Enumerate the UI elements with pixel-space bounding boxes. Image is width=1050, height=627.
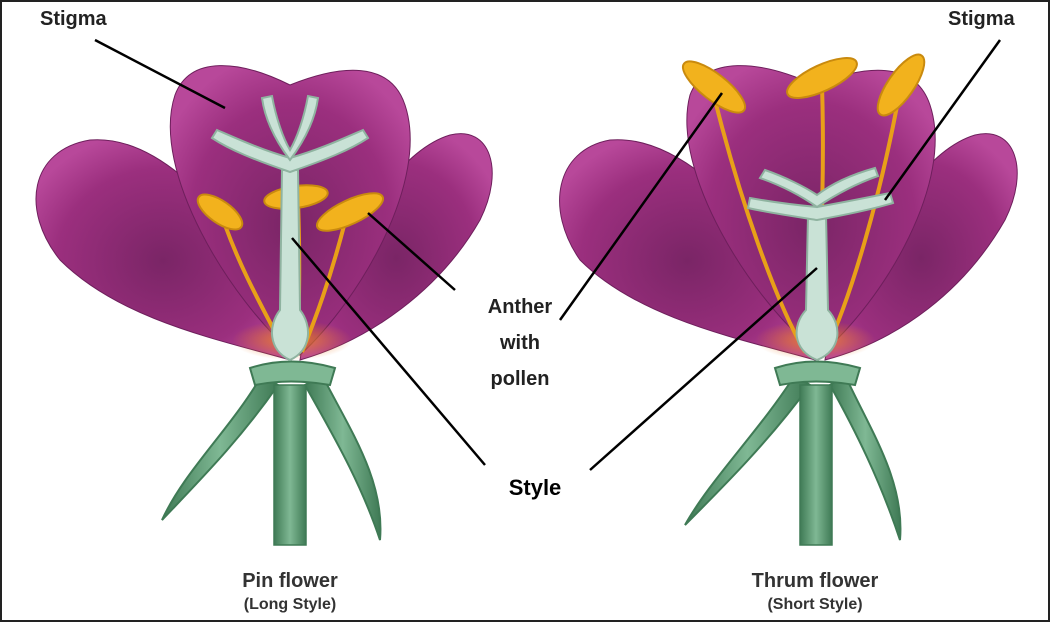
anther-label-line1: Anther	[470, 296, 570, 319]
anther-label-line3: pollen	[470, 368, 570, 391]
anther-label-line2: with	[470, 332, 570, 355]
thrum-flower-title: Thrum flower	[710, 570, 920, 593]
pin-flower-title: Pin flower	[190, 570, 390, 593]
thrum-flower-subtitle: (Short Style)	[710, 596, 920, 614]
style-label: Style	[490, 475, 580, 501]
stigma-label-left: Stigma	[40, 8, 107, 31]
pin-flower-subtitle: (Long Style)	[190, 596, 390, 614]
stigma-label-right: Stigma	[948, 8, 1015, 31]
